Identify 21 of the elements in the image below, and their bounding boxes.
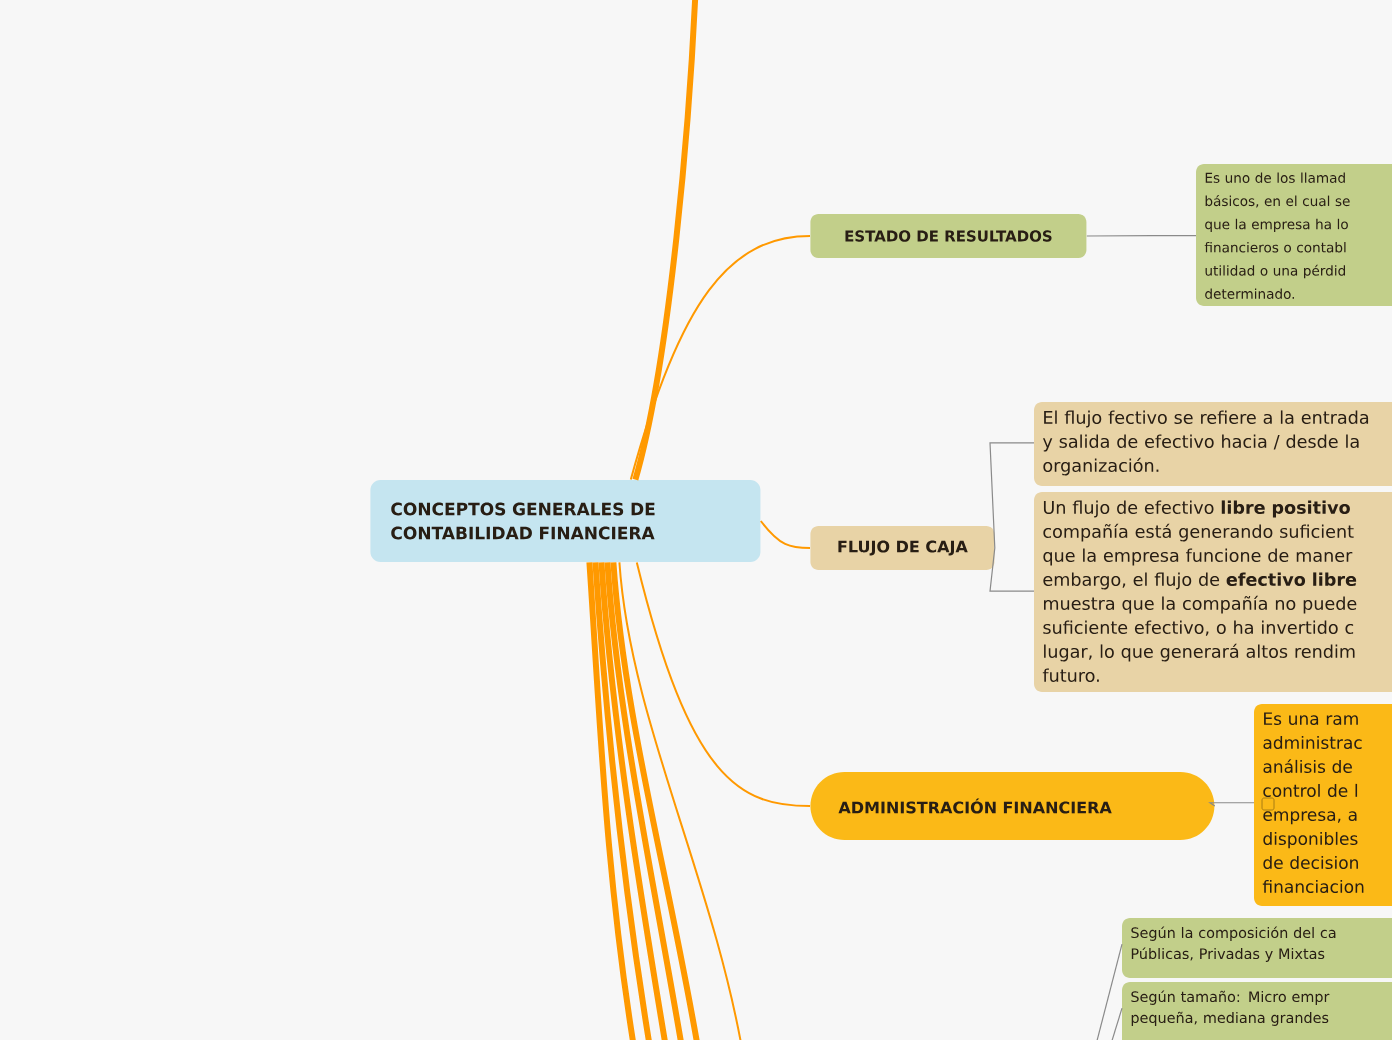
topic-box: FLUJO DE CAJA [810, 526, 995, 570]
connector-line [1086, 235, 1197, 237]
connector-line [592, 562, 655, 1040]
connector-line [604, 562, 687, 1040]
title-box: CONCEPTOS GENERALES DE CONTABILIDAD FINANCIERA [370, 480, 761, 562]
connector-line [989, 547, 1035, 592]
connector-line [1091, 943, 1123, 1040]
connector-line [635, 561, 811, 807]
connector-line [1208, 802, 1255, 807]
connector-line [610, 562, 703, 1040]
topic-box: ADMINISTRACIÓN FINANCIERA [810, 772, 1215, 840]
connector-line [629, 235, 811, 481]
connector-line [598, 562, 671, 1040]
note-box: Es una ram administrac análisis de control de l empresa, a disponibles de decision financiacion [1254, 704, 1392, 906]
connector-line [586, 562, 639, 1040]
connector-line [989, 442, 1035, 549]
connector-line [632, 0, 699, 481]
connector-line [618, 561, 745, 1040]
note-box: Un flujo de efectivo libre positivo compañía está generando suficient que la empresa funcione de maner embargo, el flujo de efectivo libre muestra que la compañía no puede suficiente efectivo, o ha invertido c lugar, lo que generará altos rendim futuro. [1034, 492, 1392, 692]
connector-line [759, 520, 811, 549]
note-box: El flujo fectivo se refiere a la entrada y salida de efectivo hacia / desde la organización. [1034, 402, 1392, 486]
